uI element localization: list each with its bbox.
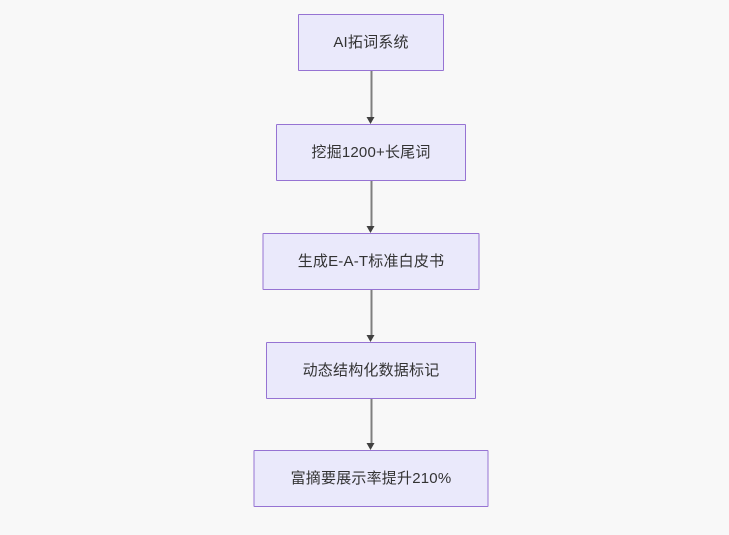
flowchart-node-5[interactable]: 富摘要展示率提升210% [253, 450, 489, 507]
arrowhead-icon [366, 443, 375, 450]
arrowhead-icon [366, 226, 375, 233]
connector-node2-node3 [366, 181, 376, 233]
flowchart-node-3[interactable]: 生成E-A-T标准白皮书 [262, 233, 480, 290]
node-label: AI拓词系统 [333, 34, 409, 51]
node-label: 生成E-A-T标准白皮书 [297, 253, 445, 270]
connector-node3-node4 [366, 290, 376, 342]
node-label: 富摘要展示率提升210% [290, 470, 452, 487]
arrowhead-icon [366, 335, 375, 342]
connector-node1-node2 [366, 71, 376, 124]
connector-line [370, 290, 372, 335]
connector-line [370, 181, 372, 226]
flowchart-node-4[interactable]: 动态结构化数据标记 [266, 342, 476, 399]
connector-line [370, 399, 372, 443]
arrowhead-icon [366, 117, 375, 124]
flowchart-node-1[interactable]: AI拓词系统 [298, 14, 444, 71]
flowchart-node-2[interactable]: 挖掘1200+长尾词 [276, 124, 466, 181]
node-label: 挖掘1200+长尾词 [311, 144, 431, 161]
node-label: 动态结构化数据标记 [302, 362, 440, 379]
connector-line [370, 71, 372, 117]
connector-node4-node5 [366, 399, 376, 450]
